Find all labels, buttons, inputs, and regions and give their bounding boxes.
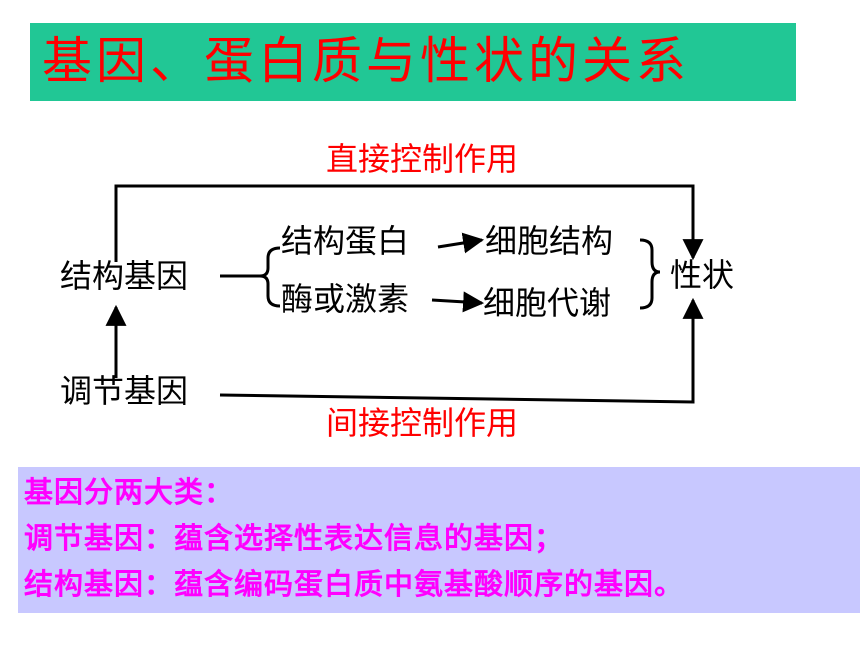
- cell-structure-label: 细胞结构: [485, 222, 614, 260]
- info-structural-gene: 结构基因：蕴含编码蛋白质中氨基酸顺序的基因。: [24, 567, 685, 601]
- title-banner: 基因、蛋白质与性状的关系: [30, 23, 796, 101]
- direct-control-label: 直接控制作用: [326, 140, 519, 178]
- enzyme-hormone-label: 酶或激素: [281, 280, 410, 318]
- regulatory-gene-label: 调节基因: [60, 372, 189, 410]
- info-box: 基因分两大类： 调节基因：蕴含选择性表达信息的基因； 结构基因：蕴含编码蛋白质中…: [18, 467, 860, 613]
- indirect-control-label: 间接控制作用: [326, 404, 519, 442]
- structural-protein-label: 结构蛋白: [281, 222, 410, 260]
- protein-to-structure-arrow: [437, 232, 485, 254]
- structural-gene-label: 结构基因: [60, 257, 189, 295]
- left-brace: [259, 246, 281, 308]
- info-regulatory-gene: 调节基因：蕴含选择性表达信息的基因；: [24, 521, 565, 555]
- trait-label: 性状: [670, 256, 735, 294]
- info-heading: 基因分两大类：: [24, 475, 235, 509]
- direct-control-path: [114, 184, 704, 262]
- cell-metabolism-label: 细胞代谢: [483, 284, 612, 322]
- indirect-control-path: [219, 297, 704, 404]
- right-brace: [639, 238, 661, 310]
- page-title: 基因、蛋白质与性状的关系: [42, 32, 690, 90]
- enzyme-to-metabolism-arrow: [431, 291, 485, 313]
